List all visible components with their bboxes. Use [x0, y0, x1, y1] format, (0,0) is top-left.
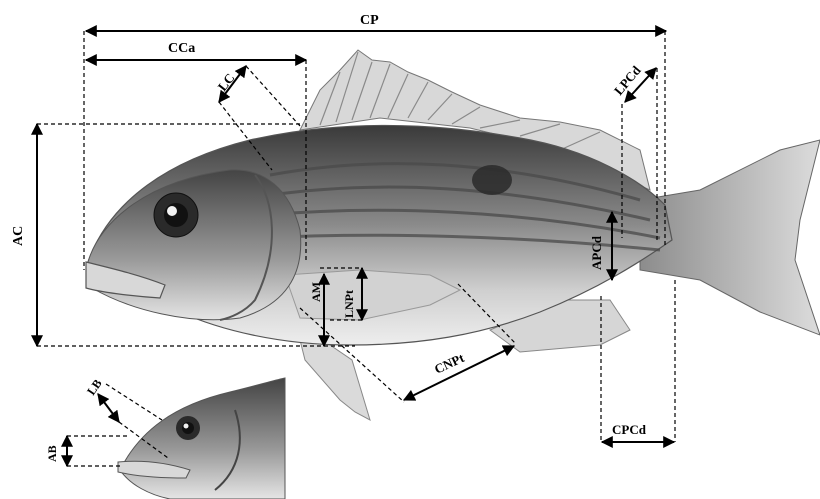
- am-label: AM: [309, 282, 323, 302]
- ac-label: AC: [11, 226, 26, 246]
- lateral-spot: [472, 165, 512, 195]
- lpcd-label: LPCd: [611, 62, 644, 98]
- inset-fish-head: [118, 372, 285, 499]
- cp-label: CP: [360, 13, 379, 28]
- pelvic-fin: [300, 340, 370, 420]
- fish-head: [88, 170, 301, 320]
- ab-label: AB: [45, 445, 59, 462]
- lb-arrow: [98, 394, 119, 422]
- lnpt-label: LNPt: [342, 290, 356, 318]
- cpcd-label: CPCd: [612, 422, 647, 437]
- lc-label: LC: [215, 70, 238, 93]
- cca-label: CCa: [168, 41, 195, 56]
- lb-label: LB: [84, 377, 105, 398]
- apcd-label: APCd: [589, 235, 604, 270]
